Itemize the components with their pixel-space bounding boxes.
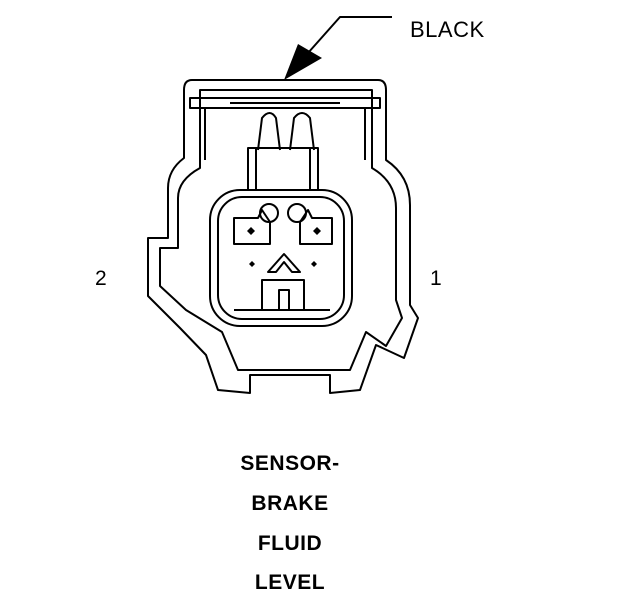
caption-line-2: BRAKE (251, 492, 329, 515)
terminal-cavity-outer (209, 189, 353, 327)
caption-line-3: FLUID (257, 532, 323, 555)
terminal-2 (233, 209, 271, 245)
wire-color-callout: BLACK (410, 17, 485, 42)
keying-arrow (267, 253, 301, 273)
callout-arrowhead (284, 44, 322, 80)
pin-1-label: 1 (430, 267, 442, 290)
latch-bar (189, 97, 381, 109)
latch-base (247, 147, 319, 191)
connector-housing-outer (147, 79, 419, 394)
terminal-1 (299, 209, 333, 245)
latch-spring (257, 112, 315, 151)
caption-line-4: LEVEL (254, 571, 326, 594)
pin-2-label: 2 (95, 267, 107, 290)
terminal-cavity-inner (217, 196, 345, 320)
terminal-1-hole (287, 203, 307, 223)
keying-post (261, 279, 305, 311)
callout-leader-line (299, 16, 392, 63)
connector-housing-inner (159, 89, 403, 371)
terminal-2-hole (259, 203, 279, 223)
caption-line-1: SENSOR- (240, 452, 340, 475)
